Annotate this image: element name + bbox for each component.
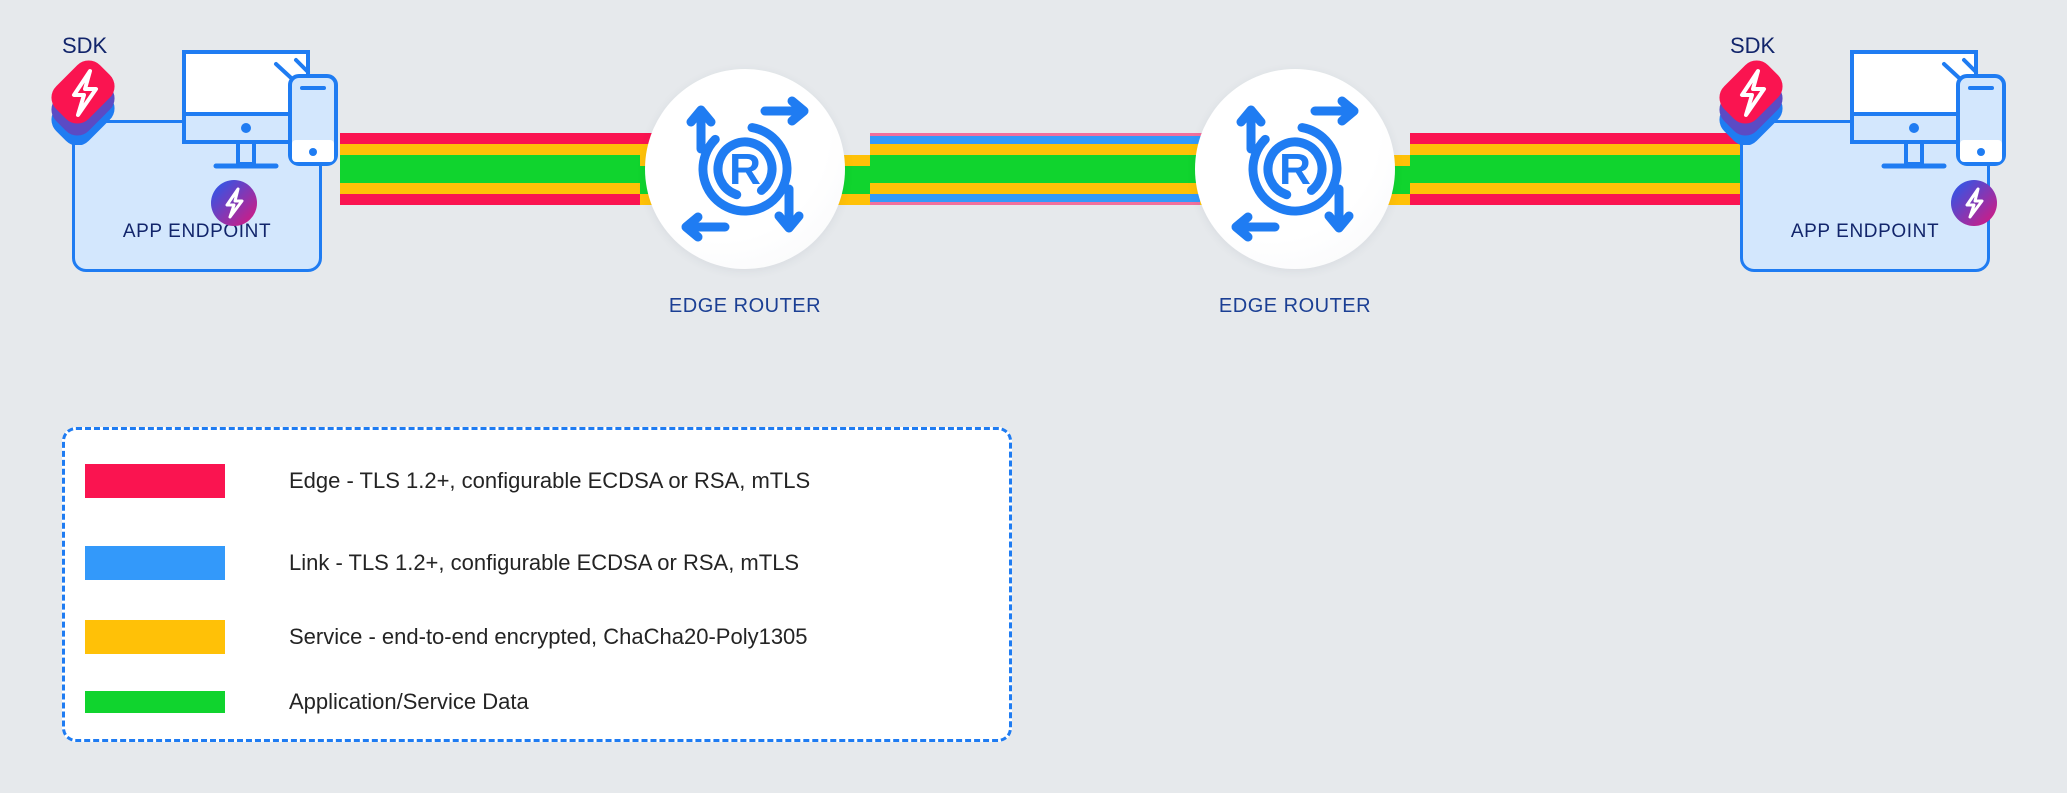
svg-text:R: R bbox=[1279, 145, 1311, 194]
stripe-edge-top bbox=[340, 133, 670, 144]
legend-label-data: Application/Service Data bbox=[289, 689, 529, 714]
stripe-data bbox=[1410, 155, 1740, 183]
stripe-service-bottom bbox=[870, 183, 1210, 194]
ziti-badge-right bbox=[1951, 180, 1997, 226]
edge-router-icon: R bbox=[645, 69, 845, 269]
stripe-service-top bbox=[870, 144, 1210, 155]
legend-label-edge: Edge - TLS 1.2+, configurable ECDSA or R… bbox=[289, 468, 811, 493]
app-endpoint-panel-left bbox=[72, 120, 322, 272]
stripe-data bbox=[340, 155, 670, 183]
device-group-left bbox=[180, 48, 340, 178]
app-endpoint-label-right: APP ENDPOINT bbox=[1790, 221, 1940, 242]
stripe-link-top bbox=[870, 136, 1210, 144]
legend-item-data: Application/Service Data bbox=[85, 687, 985, 717]
app-endpoint-label-left: APP ENDPOINT bbox=[122, 221, 272, 242]
stripe-service-bottom bbox=[1410, 183, 1740, 194]
stripe-service-top bbox=[1410, 144, 1740, 155]
legend-item-edge: Edge - TLS 1.2+, configurable ECDSA or R… bbox=[85, 461, 985, 501]
legend-swatch-data bbox=[85, 691, 225, 713]
legend-label-service: Service - end-to-end encrypted, ChaCha20… bbox=[289, 624, 808, 649]
edge-router-label-right: EDGE ROUTER bbox=[1218, 295, 1372, 317]
legend-swatch-edge bbox=[85, 464, 225, 498]
edge-router-icon: R bbox=[1195, 69, 1395, 269]
legend-item-service: Service - end-to-end encrypted, ChaCha20… bbox=[85, 617, 985, 657]
stripe-edge-bottom bbox=[340, 194, 670, 205]
stripe-service-top bbox=[340, 144, 670, 155]
legend-label-link: Link - TLS 1.2+, configurable ECDSA or R… bbox=[289, 550, 800, 575]
path-router-right-to-endpoint bbox=[1410, 133, 1740, 205]
sdk-stack-left bbox=[40, 55, 136, 150]
legend-swatch-service bbox=[85, 620, 225, 654]
ziti-badge-left bbox=[211, 180, 257, 226]
stripe-data bbox=[870, 155, 1210, 183]
sdk-label-left: SDK bbox=[62, 33, 108, 58]
edge-router-left: R bbox=[645, 69, 845, 269]
path-router-to-router bbox=[870, 133, 1210, 205]
stripe-link-bottom bbox=[870, 194, 1210, 202]
legend-swatch-link bbox=[85, 546, 225, 580]
stripe-edge-rim-top bbox=[870, 133, 1210, 136]
sdk-stack-right bbox=[1708, 55, 1804, 150]
edge-router-label-left: EDGE ROUTER bbox=[668, 295, 822, 317]
legend-item-link: Link - TLS 1.2+, configurable ECDSA or R… bbox=[85, 543, 985, 583]
sdk-label-right: SDK bbox=[1730, 33, 1776, 58]
app-endpoint-panel-right bbox=[1740, 120, 1990, 272]
stripe-edge-bottom bbox=[1410, 194, 1740, 205]
edge-router-right: R bbox=[1195, 69, 1395, 269]
path-endpoint-to-router-left bbox=[340, 133, 670, 205]
device-group-right bbox=[1848, 48, 2008, 178]
stripe-edge-rim-bottom bbox=[870, 202, 1210, 205]
stripe-edge-top bbox=[1410, 133, 1740, 144]
svg-text:R: R bbox=[729, 145, 761, 194]
stripe-service-bottom bbox=[340, 183, 670, 194]
